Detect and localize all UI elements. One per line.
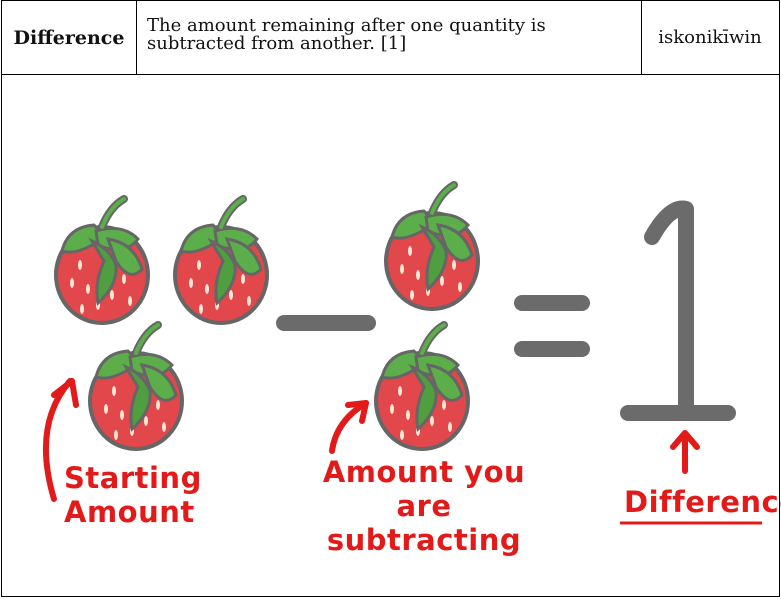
term-text: Difference — [13, 26, 125, 49]
subtract-label-line2: subtracting — [326, 523, 522, 557]
starting-amount-label: Starting Amount — [64, 461, 202, 529]
equals-sign-bottom — [514, 341, 590, 357]
numeral-one — [644, 200, 694, 415]
difference-label: Difference — [624, 485, 781, 519]
term-cell: Difference — [2, 1, 137, 74]
starting-label-line2: Amount — [64, 495, 195, 529]
minus-sign — [276, 315, 376, 331]
subtract-arrowhead-icon — [345, 400, 369, 424]
difference-arrowhead-icon — [670, 430, 700, 450]
strawberry-3 — [90, 325, 182, 449]
difference-illustration: Starting Amount Amount you are subtracti… — [2, 75, 781, 595]
subtracting-amount-label: Amount you are subtracting — [296, 455, 552, 557]
definition-text: The amount remaining after one quantity … — [147, 15, 546, 54]
equals-sign-top — [514, 295, 590, 311]
strawberry-5 — [376, 325, 468, 449]
translation-cell: iskonikīwin — [642, 1, 778, 74]
subtract-label-line1: Amount you are — [322, 455, 526, 523]
definition-cell: The amount remaining after one quantity … — [137, 1, 642, 74]
strawberry-2 — [175, 199, 267, 323]
strawberry-4 — [386, 185, 478, 309]
strawberry-1 — [56, 199, 148, 323]
subtract-arrow-icon — [329, 400, 369, 454]
translation-text: iskonikīwin — [658, 27, 762, 48]
starting-label-line1: Starting — [64, 461, 202, 495]
vocabulary-row: Difference The amount remaining after on… — [2, 1, 779, 75]
starting-arrowhead-icon — [51, 378, 79, 408]
illustration-svg — [43, 75, 762, 525]
